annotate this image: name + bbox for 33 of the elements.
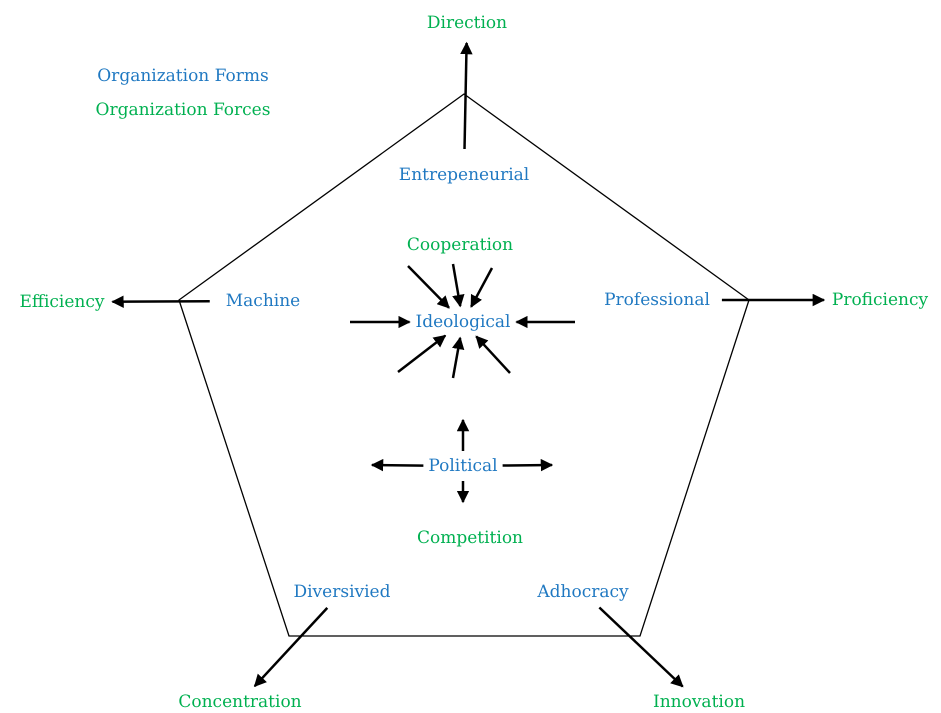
arrow [515, 316, 575, 328]
legend-entry: Organization Forms [97, 66, 269, 86]
form-label: Adhocracy [537, 582, 629, 602]
arrow [502, 458, 554, 472]
force-label: Direction [426, 13, 508, 33]
arrow [452, 264, 464, 308]
force-label: Competition [416, 528, 524, 548]
form-label: Professional [604, 290, 710, 310]
form-label: Entrepeneurial [398, 165, 530, 185]
form-label: Political [428, 456, 498, 476]
legend-entry: Organization Forces [96, 100, 270, 120]
arrow [111, 295, 210, 308]
arrow [460, 42, 473, 150]
form-label: Diversivied [294, 582, 390, 602]
arrow [722, 294, 826, 306]
arrow [350, 316, 411, 328]
force-label: Proficiency [832, 290, 928, 310]
form-label: Ideological [416, 312, 510, 332]
force-label: Innovation [652, 692, 746, 712]
arrow [254, 607, 328, 688]
arrow [452, 336, 464, 378]
arrow [470, 267, 494, 308]
force-label: Concentration [178, 692, 302, 712]
arrow [397, 334, 446, 373]
arrow [456, 481, 470, 504]
arrow [370, 458, 424, 472]
force-label: Efficiency [19, 292, 105, 312]
arrow [456, 418, 470, 451]
arrow [407, 265, 450, 309]
force-label: Cooperation [406, 235, 514, 255]
form-label: Machine [226, 291, 300, 311]
arrow [475, 336, 511, 374]
arrow [598, 606, 684, 688]
